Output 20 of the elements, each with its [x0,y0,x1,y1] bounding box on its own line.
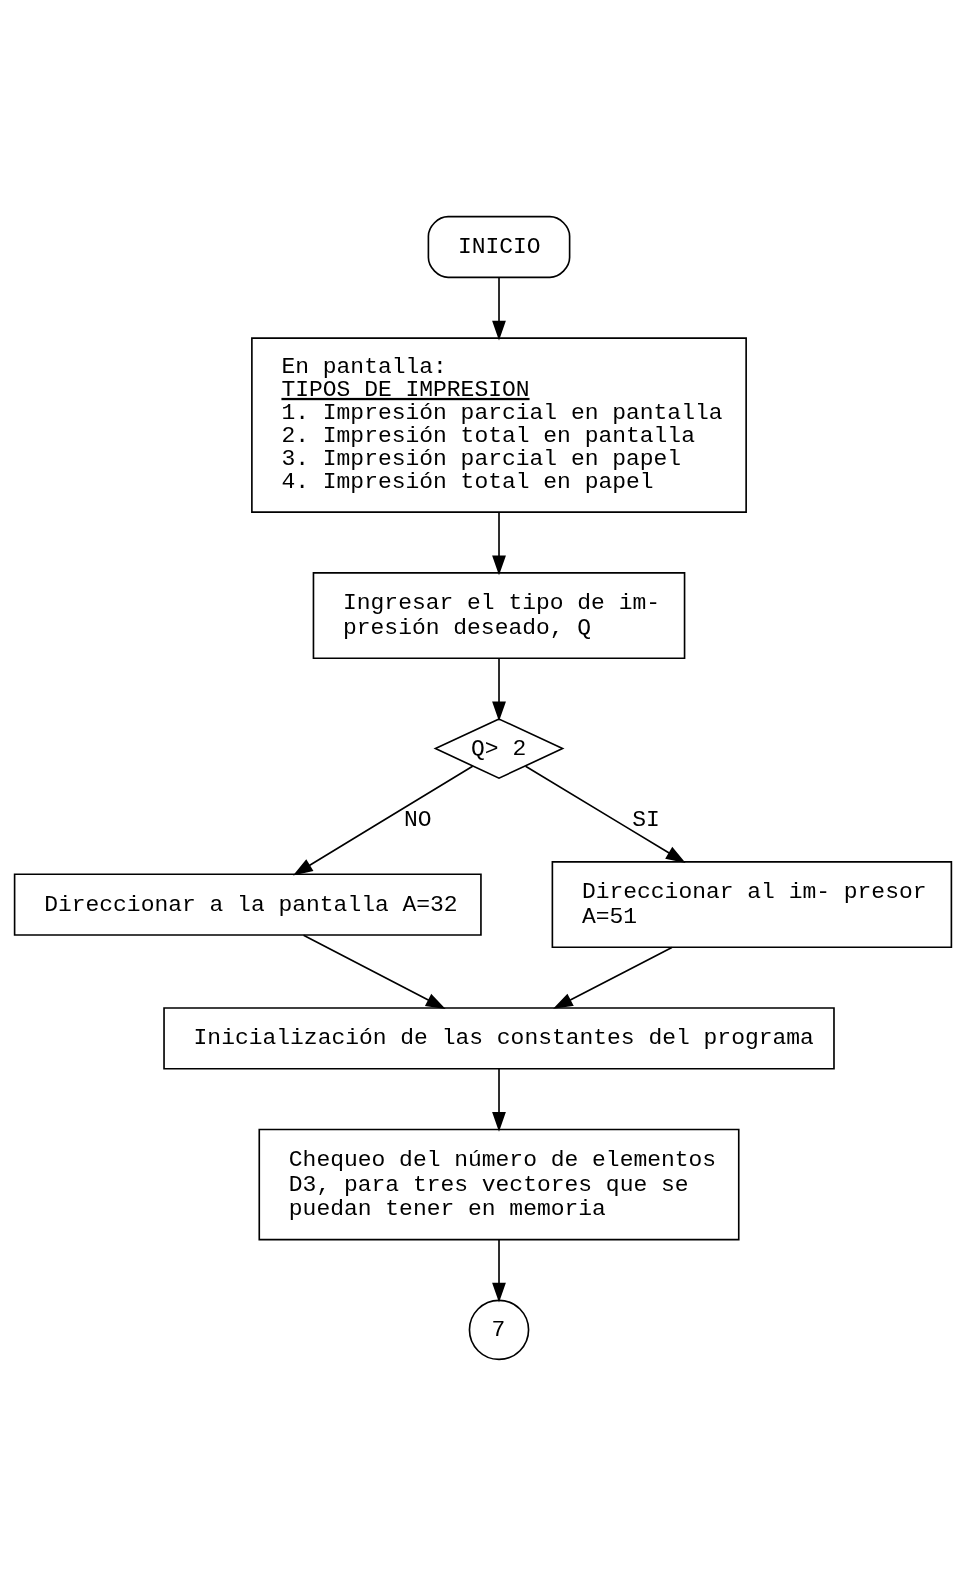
arrow [553,946,673,1009]
node-box: Chequeo del número de elementos D3, para tres vectores que se puedan tener en memoria [258,1128,740,1240]
edge-label: NO [403,806,432,833]
node-box: INICIO [427,215,571,278]
node-box: Direccionar al im- presor A=51 [551,860,953,948]
arrow [492,1067,506,1132]
arrow [492,276,506,340]
arrow [492,657,506,721]
arrow [302,933,446,1009]
arrow [492,1238,506,1302]
node-box: Direccionar a la pantalla A=32 [13,872,482,936]
node-box: En pantalla: TIPOS DE IMPRESION 1. Impresión parcial en pantalla 2. Impresión total en pantalla 3. Impresión parcial en papel 4. Impresión total en papel [251,336,747,513]
node-diamond: Q> 2 [433,717,565,779]
node-box: Ingresar el tipo de im- presión deseado, Q [312,571,686,659]
node-circle: 7 [468,1299,530,1360]
arrow [293,764,474,875]
edge-label: SI [632,806,660,833]
arrow [524,764,686,863]
node-box: Inicialización de las constantes del programa [163,1006,835,1070]
arrow [492,511,506,575]
